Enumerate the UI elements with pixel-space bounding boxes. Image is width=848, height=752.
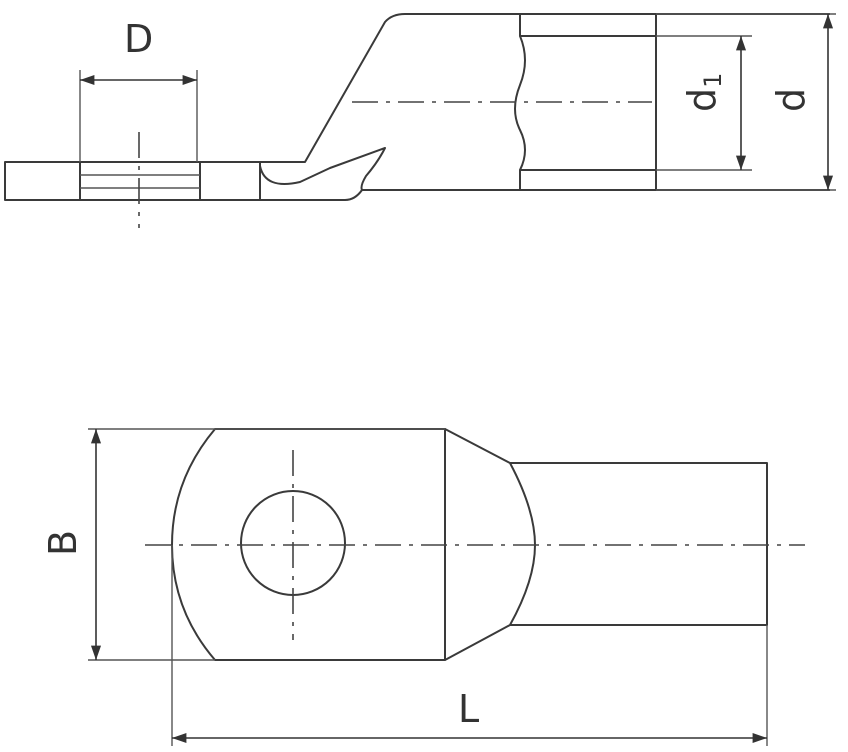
barrel-top-wall bbox=[519, 13, 657, 37]
lug-bottom-profile bbox=[260, 189, 830, 201]
dim-d-label: d bbox=[769, 88, 813, 112]
side-section-view: D d1 d bbox=[4, 13, 836, 228]
dim-d1-label: d1 bbox=[680, 73, 727, 112]
palm-left-section bbox=[4, 161, 81, 201]
plan-view: B L bbox=[41, 428, 805, 746]
palm-right-section bbox=[199, 161, 261, 201]
barrel-outline bbox=[510, 462, 768, 626]
palm-inner-curve bbox=[259, 147, 386, 191]
dim-L-label: L bbox=[458, 687, 479, 731]
break-line bbox=[514, 35, 526, 171]
lug-outer-profile bbox=[260, 13, 830, 163]
dim-D-label: D bbox=[124, 17, 153, 61]
dim-B-label: B bbox=[41, 530, 85, 556]
barrel-bottom-wall bbox=[519, 169, 657, 191]
